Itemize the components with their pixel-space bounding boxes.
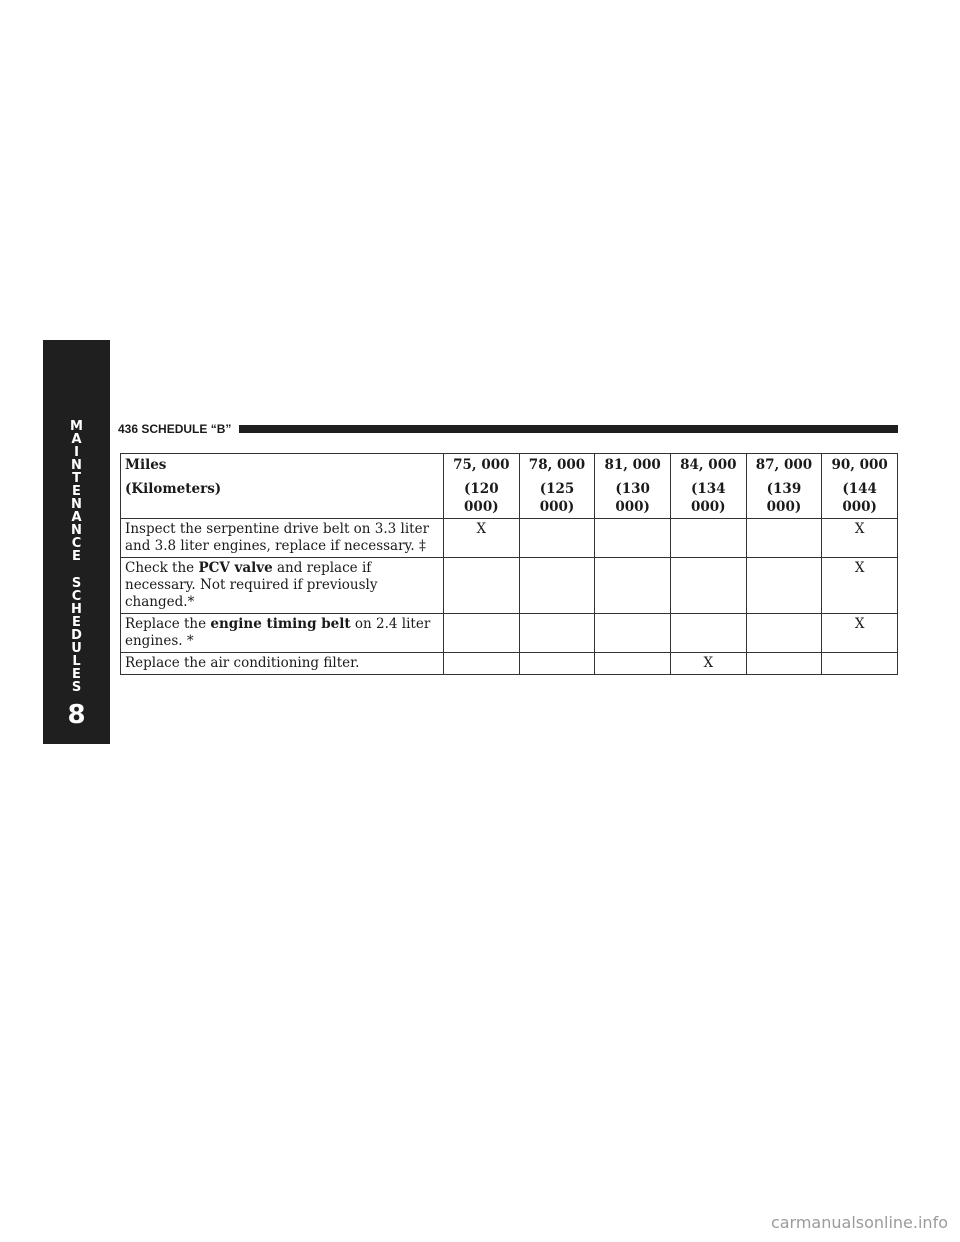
- page-header: 436 SCHEDULE “B”: [118, 419, 898, 439]
- schedule-mark: [518, 613, 596, 653]
- side-tab-letter: N: [71, 497, 82, 512]
- task-description: Inspect the serpentine drive belt on 3.3…: [120, 518, 444, 558]
- table-header-row: Miles (Kilometers) 75, 000 (120 000) 78, …: [120, 453, 898, 519]
- side-tab-letter: L: [72, 654, 81, 669]
- watermark-text: carmanualsonline.info: [770, 1213, 948, 1232]
- schedule-mark: X: [821, 613, 898, 653]
- table-row: Replace the air conditioning filter. X: [120, 652, 898, 675]
- schedule-mark: [745, 652, 823, 675]
- interval-column-header: 81, 000 (130 000): [594, 453, 671, 519]
- task-description: Check the PCV valve and replace if neces…: [120, 557, 444, 614]
- interval-column-header: 78, 000 (125 000): [518, 453, 596, 519]
- schedule-mark: [594, 518, 671, 558]
- schedule-mark: X: [821, 557, 898, 614]
- interval-column-header: 87, 000 (139 000): [745, 453, 823, 519]
- schedule-mark: [443, 652, 520, 675]
- schedule-mark: [669, 518, 747, 558]
- row-label-header: Miles (Kilometers): [120, 453, 444, 519]
- schedule-mark: X: [669, 652, 747, 675]
- side-tab-letter: S: [71, 576, 82, 591]
- schedule-mark: [745, 518, 823, 558]
- side-tab-letter: N: [71, 523, 82, 538]
- side-tab-letter: E: [72, 549, 81, 564]
- interval-miles: 75, 000: [453, 457, 510, 473]
- kilometers-label: (Kilometers): [125, 481, 222, 497]
- schedule-mark: [594, 652, 671, 675]
- side-tab-letter: C: [71, 536, 82, 551]
- interval-km: (125 000): [539, 481, 575, 515]
- interval-km: (120 000): [464, 481, 499, 515]
- interval-km: (144 000): [842, 481, 877, 515]
- interval-column-header: 75, 000 (120 000): [443, 453, 520, 519]
- miles-label: Miles: [125, 457, 167, 473]
- interval-column-header: 90, 000 (144 000): [821, 453, 898, 519]
- schedule-mark: [518, 557, 596, 614]
- side-tab-letter: A: [71, 510, 82, 525]
- schedule-mark: [821, 652, 898, 675]
- maintenance-schedule-table: Miles (Kilometers) 75, 000 (120 000) 78, …: [120, 453, 898, 675]
- interval-miles: 81, 000: [604, 457, 661, 473]
- side-tab-letter: N: [71, 458, 82, 473]
- interval-column-header: 84, 000 (134 000): [669, 453, 747, 519]
- side-tab-letter: D: [71, 628, 82, 643]
- side-tab-letter: M: [70, 419, 83, 434]
- header-rule: [239, 425, 898, 433]
- schedule-mark: X: [821, 518, 898, 558]
- side-tab-letter: H: [71, 602, 82, 617]
- table-row: Replace the engine timing belt on 2.4 li…: [120, 613, 898, 653]
- side-tab-letter: T: [72, 471, 81, 486]
- schedule-mark: [669, 557, 747, 614]
- table-row: Inspect the serpentine drive belt on 3.3…: [120, 518, 898, 558]
- task-emphasis: PCV valve: [198, 560, 273, 576]
- schedule-mark: [443, 613, 520, 653]
- table-row: Check the PCV valve and replace if neces…: [120, 557, 898, 614]
- page-header-label: 436 SCHEDULE “B”: [118, 422, 232, 436]
- chapter-number: 8: [67, 700, 86, 730]
- side-tab-letter: E: [72, 667, 81, 682]
- interval-miles: 90, 000: [831, 457, 888, 473]
- interval-km: (139 000): [766, 481, 802, 515]
- side-tab-letter: S: [71, 680, 82, 695]
- side-tab-letter: A: [71, 432, 82, 447]
- side-tab-letter: U: [71, 641, 82, 656]
- schedule-mark: [594, 613, 671, 653]
- interval-km: (134 000): [691, 481, 726, 515]
- schedule-mark: [518, 652, 596, 675]
- task-emphasis: engine timing belt: [210, 616, 351, 632]
- schedule-mark: X: [443, 518, 520, 558]
- schedule-mark: [745, 613, 823, 653]
- task-description: Replace the engine timing belt on 2.4 li…: [120, 613, 444, 653]
- interval-miles: 78, 000: [528, 457, 586, 473]
- side-tab-letter: C: [71, 589, 82, 604]
- schedule-mark: [518, 518, 596, 558]
- schedule-mark: [443, 557, 520, 614]
- interval-miles: 87, 000: [755, 457, 813, 473]
- schedule-mark: [745, 557, 823, 614]
- interval-km: (130 000): [615, 481, 650, 515]
- task-description: Replace the air conditioning filter.: [120, 652, 444, 675]
- side-tab-letter: E: [72, 484, 81, 499]
- interval-miles: 84, 000: [680, 457, 737, 473]
- side-tab-letter: E: [72, 615, 81, 630]
- schedule-mark: [594, 557, 671, 614]
- side-tab-letter: I: [74, 445, 79, 460]
- schedule-mark: [669, 613, 747, 653]
